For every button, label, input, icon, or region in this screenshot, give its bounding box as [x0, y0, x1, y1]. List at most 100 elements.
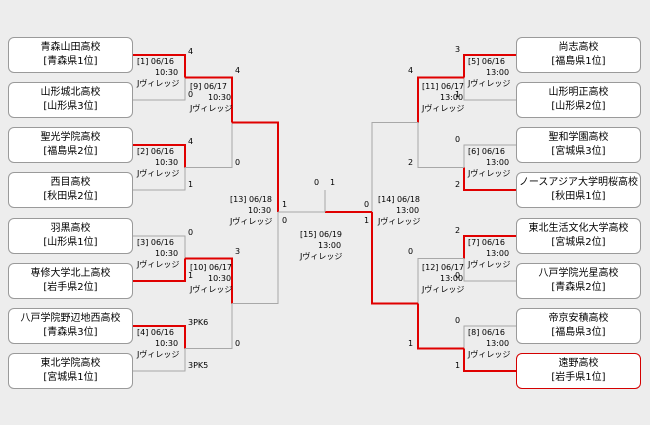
team-box[interactable]: 尚志高校 [福島県1位] [516, 37, 641, 73]
match-time: 10:30 [155, 68, 179, 77]
bracket-line [232, 212, 279, 304]
winner-path-line [185, 76, 233, 123]
team-name: 青森山田高校 [40, 42, 101, 53]
match-score: 0 [188, 228, 194, 237]
match-venue: Jヴィレッジ [422, 284, 465, 294]
team-seed: [山形県2位] [551, 101, 606, 112]
winner-path-line [133, 54, 186, 78]
match-time: 10:30 [155, 249, 179, 258]
team-name: 羽黒高校 [50, 223, 91, 234]
team-box[interactable]: 青森山田高校[青森県1位] [8, 37, 133, 73]
team-name: 西目高校 [50, 177, 91, 188]
match-score: 0 [455, 135, 461, 144]
team-name: 八戸学院光星高校 [538, 268, 619, 279]
match-number-date: [7] 06/16 [468, 238, 505, 247]
match-venue: Jヴィレッジ [378, 217, 421, 226]
match-venue: Jヴィレッジ [468, 169, 511, 178]
match-score: 0 [188, 90, 194, 99]
match-score: 1 [455, 90, 461, 99]
bracket-line [463, 258, 516, 282]
match-time: 13:00 [440, 92, 464, 102]
winner-path-line [417, 303, 464, 350]
match-number-date: [14] 06/18 [378, 195, 421, 204]
bracket-line [133, 167, 186, 191]
match-time: 13:00 [486, 68, 510, 77]
match-venue: Jヴィレッジ [468, 260, 511, 269]
team-name: 尚志高校 [558, 42, 599, 53]
team-box[interactable]: 聖和学園高校[宮城県3位] [516, 127, 641, 163]
team-box[interactable]: 東北学院高校[宮城県1位] [8, 353, 133, 389]
match-time: 13:00 [486, 249, 510, 258]
team-name: ノースアジア大学明桜高校 [518, 177, 639, 188]
team-name: 聖和学園高校 [548, 132, 609, 143]
match-score: 0 [235, 338, 241, 348]
match-number-date: [9] 06/17 [190, 81, 227, 91]
match-time: 10:30 [155, 158, 179, 167]
bracket-line [371, 122, 418, 212]
team-name: 遠野高校 [558, 358, 599, 369]
bracket-line [417, 122, 464, 168]
match-score: 1 [282, 200, 288, 209]
team-box[interactable]: 遠野高校[岩手県1位] [516, 353, 641, 389]
bracket-line [463, 144, 516, 168]
team-name: 帝京安積高校 [548, 313, 609, 324]
match-score: 1 [408, 338, 414, 348]
winner-path-line [463, 348, 516, 372]
match-venue: Jヴィレッジ [190, 103, 233, 113]
match-score: 3PK6 [188, 318, 209, 327]
match-time: 13:00 [486, 158, 510, 167]
match-number-date: [11] 06/17 [422, 81, 465, 91]
team-name: 山形明正高校 [548, 87, 609, 98]
match-number-date: [15] 06/19 [300, 230, 343, 239]
match-time: 10:30 [208, 273, 232, 283]
match-score: 1 [188, 271, 194, 280]
team-seed: [青森県3位] [43, 327, 98, 338]
team-seed: [秋田県2位] [43, 191, 98, 202]
match-time: 10:30 [208, 92, 232, 102]
match-score: 0 [455, 271, 461, 280]
winner-path-line [133, 144, 186, 168]
bracket-line [133, 77, 186, 101]
team-box[interactable]: 西目高校 [秋田県2位] [8, 172, 133, 208]
team-box[interactable]: 聖光学院高校[福島県2位] [8, 127, 133, 163]
bracket-line [133, 235, 186, 259]
team-box[interactable]: 山形城北高校[山形県3位] [8, 82, 133, 118]
match-number-date: [1] 06/16 [137, 57, 174, 66]
match-score: 0 [364, 200, 370, 209]
team-box[interactable]: 羽黒高校[山形県1位] [8, 218, 133, 254]
bracket-line [463, 325, 516, 349]
winner-path-line [185, 257, 233, 304]
match-score: 2 [408, 157, 414, 167]
winner-path-line [133, 258, 186, 282]
winner-path-line [232, 121, 279, 212]
match-number-date: [2] 06/16 [137, 147, 174, 156]
winner-path-line [463, 54, 516, 78]
bracket-line [463, 77, 516, 101]
match-time: 10:30 [155, 339, 179, 348]
team-seed: [青森県2位] [551, 282, 606, 293]
team-seed: [福島県1位] [551, 56, 606, 67]
match-score: 0 [455, 316, 461, 325]
team-name: 八戸学院野辺地西高校 [20, 313, 121, 324]
team-box[interactable]: 東北生活文化大学高校[宮城県2位] [516, 218, 641, 254]
team-seed: [岩手県2位] [43, 282, 98, 293]
team-name: 専修大学北上高校 [30, 268, 111, 279]
team-name: 山形城北高校 [40, 87, 101, 98]
team-box[interactable]: 帝京安積高校[福島県3位] [516, 308, 641, 344]
match-number-date: [8] 06/16 [468, 328, 505, 337]
team-box[interactable]: ノースアジア大学明桜高校[秋田県1位] [516, 172, 641, 208]
match-score: 0 [408, 246, 414, 256]
team-box[interactable]: 山形明正高校 [山形県2位] [516, 82, 641, 118]
bracket-line [185, 122, 233, 168]
match-score: 1 [455, 361, 461, 370]
match-venue: Jヴィレッジ [137, 260, 180, 269]
match-venue: Jヴィレッジ [468, 350, 511, 359]
team-name: 東北生活文化大学高校 [528, 223, 629, 234]
match-score: 3 [455, 45, 461, 54]
match-number-date: [6] 06/16 [468, 147, 505, 156]
match-venue: Jヴィレッジ [422, 103, 465, 113]
team-box[interactable]: 八戸学院野辺地西高校 [青森県3位] [8, 308, 133, 344]
team-box[interactable]: 専修大学北上高校 [岩手県2位] [8, 263, 133, 299]
team-box[interactable]: 八戸学院光星高校 [青森県2位] [516, 263, 641, 299]
match-score: 0 [235, 157, 241, 167]
